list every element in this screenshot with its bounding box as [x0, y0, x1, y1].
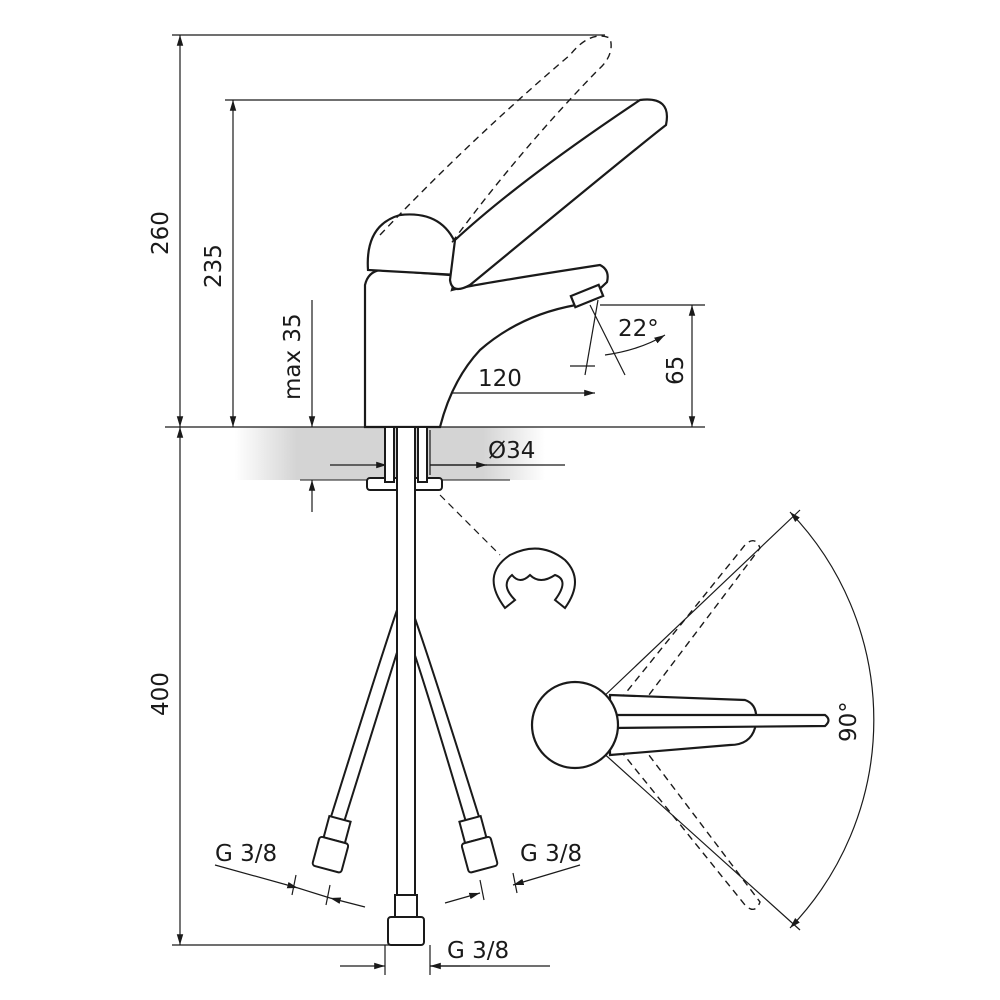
dim-400: 400 [148, 672, 174, 716]
hoses [311, 426, 499, 946]
thread-left: G 3/8 [215, 841, 278, 867]
dim-260: 260 [148, 211, 174, 255]
dim-diameter-34: Ø34 [488, 438, 536, 464]
faucet-plan-view [530, 680, 830, 770]
thread-right: G 3/8 [520, 841, 583, 867]
dim-90-deg: 90° [836, 701, 862, 742]
dim-22-deg: 22° [618, 316, 659, 342]
mounting-clip [492, 547, 576, 610]
dim-235: 235 [201, 244, 227, 288]
dim-65: 65 [663, 355, 689, 385]
dimension-lines [172, 34, 875, 975]
dim-120: 120 [478, 366, 522, 392]
thread-center: G 3/8 [447, 938, 510, 964]
lever-raised-outline [379, 35, 612, 246]
lever-rotation-outlines [619, 540, 761, 910]
faucet-side-view [363, 98, 669, 429]
dim-max-35: max 35 [280, 313, 306, 400]
